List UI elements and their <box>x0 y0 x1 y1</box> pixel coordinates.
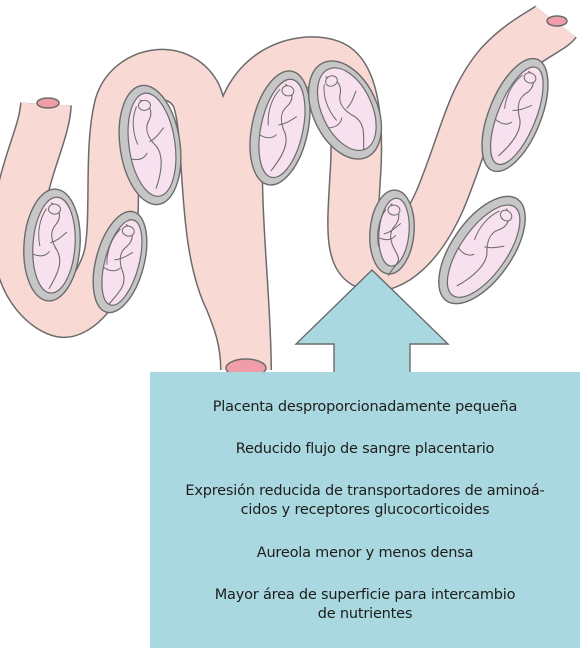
callout-line-areola: Aureola menor y menos densa <box>257 544 474 563</box>
callout-box: Placenta desproporcionadamente pequeña R… <box>150 372 580 648</box>
arrow-shape <box>296 270 448 376</box>
horn-end-1 <box>547 16 567 26</box>
uterine-horn-icon <box>18 16 567 377</box>
fetus-head <box>48 204 61 215</box>
fetus-head <box>388 205 401 216</box>
arrow-up-icon <box>296 270 448 376</box>
callout-line-blood-flow: Reducido flujo de sangre placentario <box>236 440 494 459</box>
callout-line-surface-area: Mayor área de superficie para intercambi… <box>215 586 516 624</box>
callout-line-small-placenta: Placenta desproporcionadamente pequeña <box>213 398 517 417</box>
horn-end-0 <box>37 98 59 108</box>
callout-line-transporters: Expresión reducida de transportadores de… <box>185 482 544 520</box>
